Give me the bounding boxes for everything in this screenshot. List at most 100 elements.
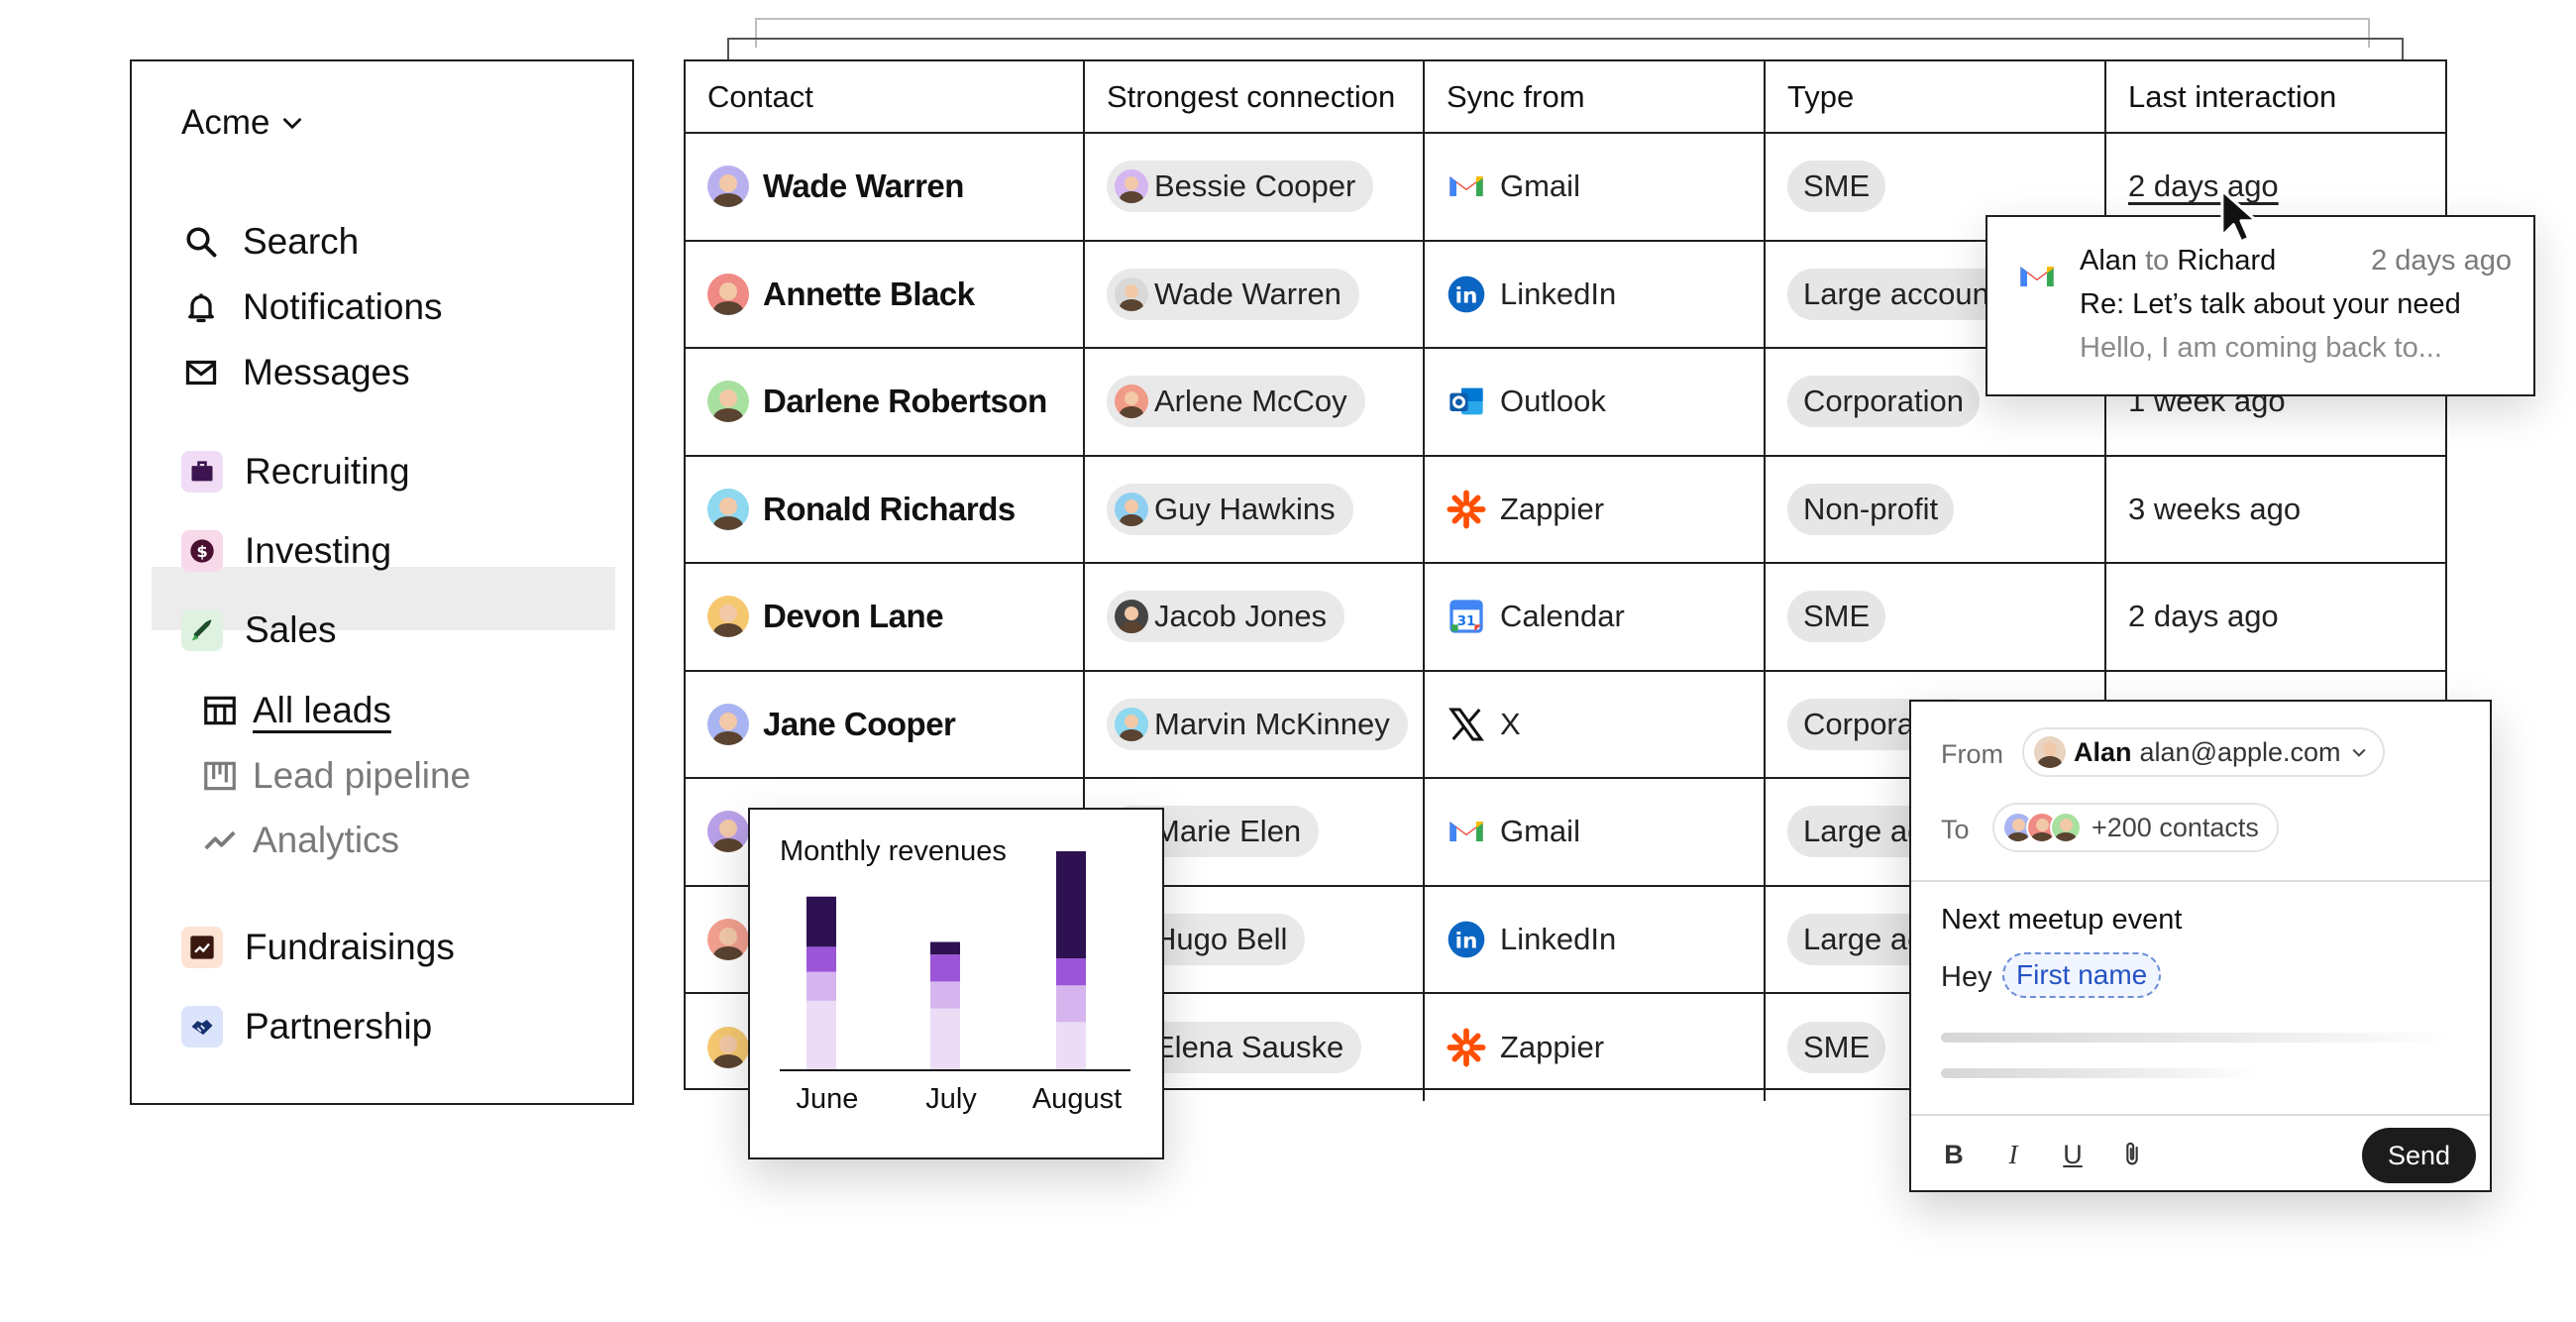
svg-text:in: in bbox=[1455, 283, 1478, 308]
zapier-icon bbox=[1447, 490, 1486, 529]
contact-cell[interactable]: Devon Lane bbox=[686, 563, 1085, 672]
workspace-switcher[interactable]: Acme bbox=[181, 103, 305, 143]
type-badge[interactable]: SME bbox=[1787, 1021, 1886, 1073]
recipients-selector[interactable]: +200 contacts bbox=[1992, 803, 2279, 852]
avatar bbox=[707, 811, 749, 853]
bold-button[interactable]: B bbox=[1944, 1139, 1964, 1169]
stacked-sheet-back bbox=[755, 18, 2370, 48]
workspace-name: Acme bbox=[181, 103, 270, 142]
contact-cell[interactable]: Darlene Robertson bbox=[686, 348, 1085, 457]
email-subject: Re: Let’s talk about your need bbox=[2080, 288, 2461, 320]
connection-chip[interactable]: Bessie Cooper bbox=[1107, 161, 1374, 213]
avatar bbox=[1115, 276, 1148, 311]
nav-messages[interactable]: Messages bbox=[181, 344, 410, 401]
attachment-button[interactable] bbox=[2115, 1138, 2149, 1171]
from-label: From bbox=[1941, 739, 2003, 769]
nav-fundraisings-label: Fundraisings bbox=[245, 927, 455, 967]
contact-cell[interactable]: Wade Warren bbox=[686, 133, 1085, 242]
x-icon bbox=[1447, 705, 1486, 744]
contact-name: Devon Lane bbox=[763, 598, 944, 635]
compose-subject[interactable]: Next meetup event bbox=[1941, 904, 2183, 936]
first-name-variable[interactable]: First name bbox=[2002, 952, 2162, 998]
contact-cell[interactable]: Ronald Richards bbox=[686, 455, 1085, 564]
column-header-last-interaction[interactable]: Last interaction bbox=[2105, 61, 2445, 134]
subnav-all-leads-label: All leads bbox=[253, 690, 391, 730]
nav-messages-label: Messages bbox=[243, 352, 410, 392]
subnav-all-leads[interactable]: All leads bbox=[201, 684, 391, 737]
connection-chip[interactable]: Marvin McKinney bbox=[1107, 698, 1408, 750]
sync-source-name: X bbox=[1500, 706, 1521, 741]
type-badge[interactable]: SME bbox=[1787, 591, 1886, 643]
contact-name: Wade Warren bbox=[763, 167, 964, 205]
email-to-word: to bbox=[2145, 245, 2170, 276]
bar-segment-july-2 bbox=[930, 954, 960, 982]
gmail-icon bbox=[1447, 166, 1486, 206]
nav-search[interactable]: Search bbox=[181, 213, 359, 271]
bar-segment-june-3 bbox=[806, 896, 836, 947]
email-time: 2 days ago bbox=[2371, 245, 2512, 276]
subnav-analytics-label: Analytics bbox=[253, 820, 400, 860]
contact-name: Darlene Robertson bbox=[763, 383, 1047, 420]
bar-segment-june-1 bbox=[806, 971, 836, 1001]
last-interaction-value[interactable]: 2 days ago bbox=[2128, 168, 2279, 204]
type-cell: Non-profit bbox=[1765, 455, 2106, 564]
contact-cell[interactable]: Annette Black bbox=[686, 240, 1085, 349]
contact-cell[interactable]: Jane Cooper bbox=[686, 670, 1085, 779]
email-recipient: Richard bbox=[2177, 245, 2277, 276]
active-item-highlight bbox=[152, 567, 615, 630]
connection-chip[interactable]: Wade Warren bbox=[1107, 268, 1359, 320]
connection-chip[interactable]: Arlene McCoy bbox=[1107, 376, 1365, 428]
avatar bbox=[707, 381, 749, 423]
italic-button[interactable]: I bbox=[2008, 1139, 2018, 1169]
chart-title: Monthly revenues bbox=[780, 835, 1007, 867]
column-header-contact[interactable]: Contact bbox=[686, 61, 1085, 134]
sync-source-name: Gmail bbox=[1500, 168, 1580, 204]
table-row[interactable]: Wade Warren Bessie Cooper Gmail SME 2 days a… bbox=[686, 133, 2445, 242]
email-preview-popover[interactable]: Alan to Richard 2 days ago Re: Let’s tal… bbox=[1986, 215, 2535, 396]
avatar bbox=[707, 165, 749, 208]
connection-chip[interactable]: Jacob Jones bbox=[1107, 591, 1345, 643]
connection-name: Marie Elen bbox=[1154, 814, 1302, 849]
send-button[interactable]: Send bbox=[2361, 1128, 2476, 1183]
type-badge[interactable]: Large account bbox=[1787, 268, 2014, 320]
from-selector[interactable]: Alan alan@apple.com bbox=[2022, 727, 2385, 777]
type-badge[interactable]: Corporation bbox=[1787, 376, 1980, 428]
zapier-icon bbox=[1447, 1028, 1486, 1067]
connection-name: Bessie Cooper bbox=[1154, 168, 1356, 204]
table-icon bbox=[204, 696, 236, 725]
underline-button[interactable]: U bbox=[2063, 1139, 2083, 1169]
column-header-sync-from[interactable]: Sync from bbox=[1424, 61, 1766, 134]
nav-notifications[interactable]: Notifications bbox=[181, 278, 443, 336]
sync-source-cell: X bbox=[1424, 670, 1766, 779]
type-badge[interactable]: SME bbox=[1787, 161, 1886, 213]
type-badge[interactable]: Non-profit bbox=[1787, 483, 1955, 535]
nav-partnership[interactable]: Partnership bbox=[181, 998, 432, 1055]
avatar bbox=[707, 1026, 749, 1068]
nav-sales[interactable]: Sales bbox=[181, 602, 337, 659]
nav-fundraisings[interactable]: Fundraisings bbox=[181, 919, 455, 976]
email-compose-card: From Alan alan@apple.com To +200 contact… bbox=[1909, 700, 2492, 1192]
column-header-connection[interactable]: Strongest connection bbox=[1084, 61, 1425, 134]
subnav-lead-pipeline[interactable]: Lead pipeline bbox=[201, 749, 471, 803]
from-email: alan@apple.com bbox=[2139, 736, 2341, 767]
text-placeholder-line bbox=[1941, 1033, 2456, 1043]
connection-chip[interactable]: Guy Hawkins bbox=[1107, 483, 1353, 535]
email-snippet: Hello, I am coming back to... bbox=[2080, 332, 2442, 364]
nav-investing[interactable]: $ Investing bbox=[181, 522, 391, 580]
contact-name: Jane Cooper bbox=[763, 705, 956, 742]
line-chart-icon bbox=[204, 830, 236, 850]
last-interaction-cell: 3 weeks ago bbox=[2105, 455, 2445, 564]
avatar bbox=[707, 703, 749, 745]
nav-recruiting[interactable]: Recruiting bbox=[181, 443, 410, 500]
last-interaction-value: 2 days ago bbox=[2128, 599, 2279, 634]
subnav-analytics[interactable]: Analytics bbox=[201, 814, 399, 867]
contact-name: Annette Black bbox=[763, 275, 975, 312]
column-header-type[interactable]: Type bbox=[1765, 61, 2106, 134]
connection-name: Elena Sauske bbox=[1154, 1029, 1344, 1064]
